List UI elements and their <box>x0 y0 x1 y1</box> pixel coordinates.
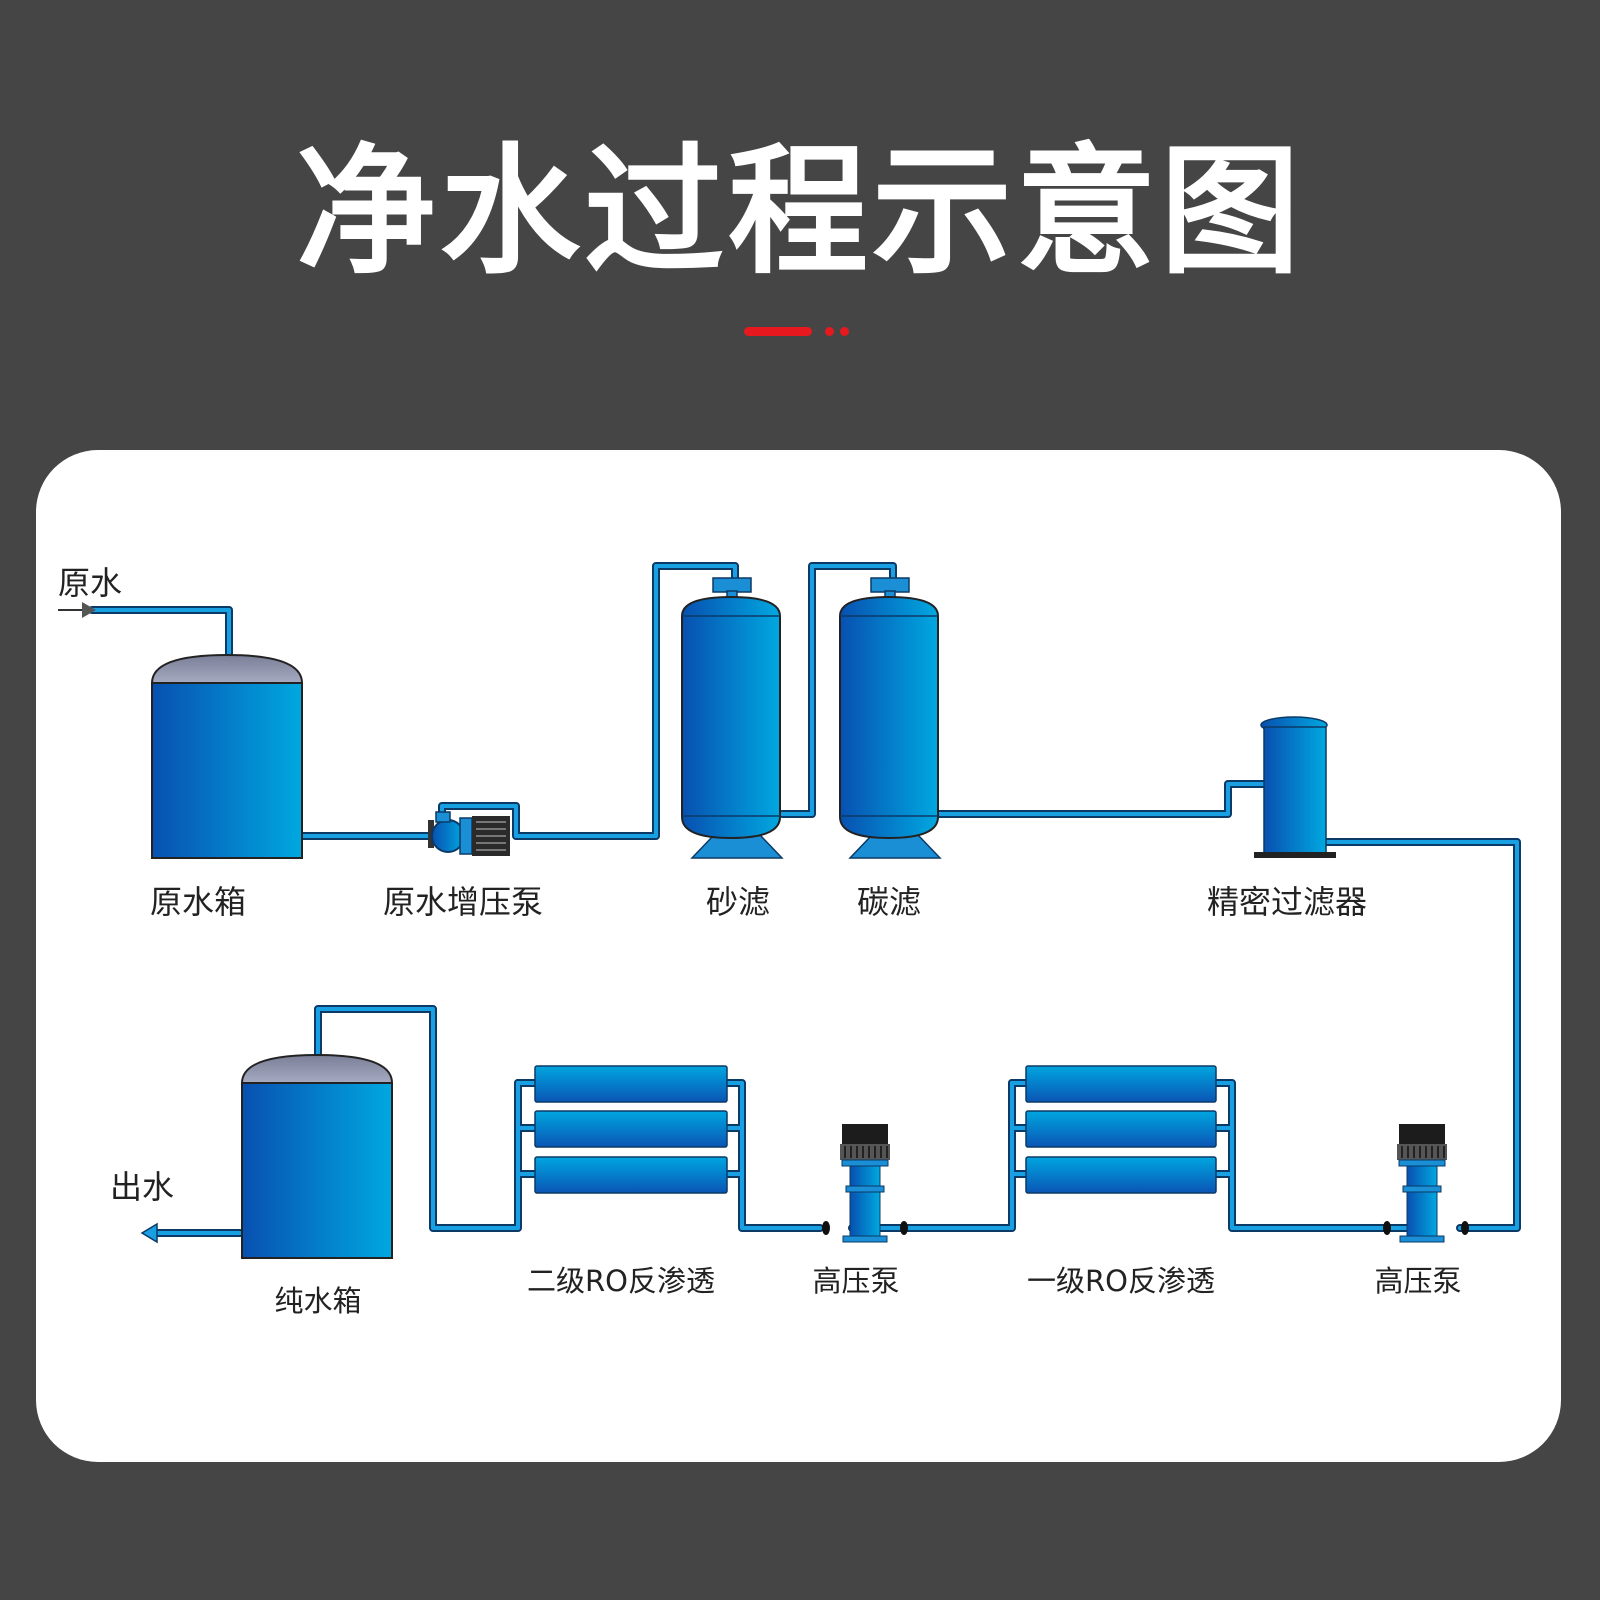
title-accent-dot <box>825 327 834 336</box>
raw-water-tank <box>150 653 304 859</box>
diagram-panel: 原水 出水 原水箱 原水增压泵 砂滤 碳滤 精密过滤器 二级RO反渗透 高压泵 … <box>36 450 1561 1462</box>
pure-tank-label: 纯水箱 <box>274 1284 361 1318</box>
outlet-arrow <box>140 1222 158 1244</box>
title-accent-bar <box>744 327 812 336</box>
carbon-filter <box>839 577 942 859</box>
hp-pump-1-label: 高压泵 <box>1374 1264 1461 1298</box>
ro-stage-1-membranes <box>1025 1065 1217 1194</box>
outlet-label: 出水 <box>110 1168 174 1206</box>
ro-stage-2-membranes <box>534 1065 728 1194</box>
title-accent-dot <box>840 327 849 336</box>
high-pressure-pump-2 <box>822 1124 908 1243</box>
process-diagram: 原水 出水 原水箱 原水增压泵 砂滤 碳滤 精密过滤器 二级RO反渗透 高压泵 … <box>58 562 1521 1318</box>
sand-filter-label: 砂滤 <box>706 883 770 921</box>
precision-filter-label: 精密过滤器 <box>1207 883 1367 921</box>
ro-stage-1-label: 一级RO反渗透 <box>1027 1264 1215 1298</box>
high-pressure-pump-1 <box>1383 1124 1469 1243</box>
pure-water-tank <box>240 1053 394 1259</box>
sand-filter <box>681 577 784 859</box>
raw-tank-label: 原水箱 <box>150 883 246 921</box>
hp-pump-2-label: 高压泵 <box>812 1264 899 1298</box>
ro-stage-2-label: 二级RO反渗透 <box>527 1264 715 1298</box>
booster-pump <box>428 811 510 856</box>
inlet-arrow <box>58 602 96 618</box>
inlet-label: 原水 <box>58 564 122 602</box>
precision-filter <box>1254 716 1336 858</box>
carbon-filter-label: 碳滤 <box>857 883 921 921</box>
pipe-network-inner <box>90 564 1519 1235</box>
booster-pump-label: 原水增压泵 <box>383 883 543 921</box>
page-title: 净水过程示意图 <box>295 131 1304 294</box>
